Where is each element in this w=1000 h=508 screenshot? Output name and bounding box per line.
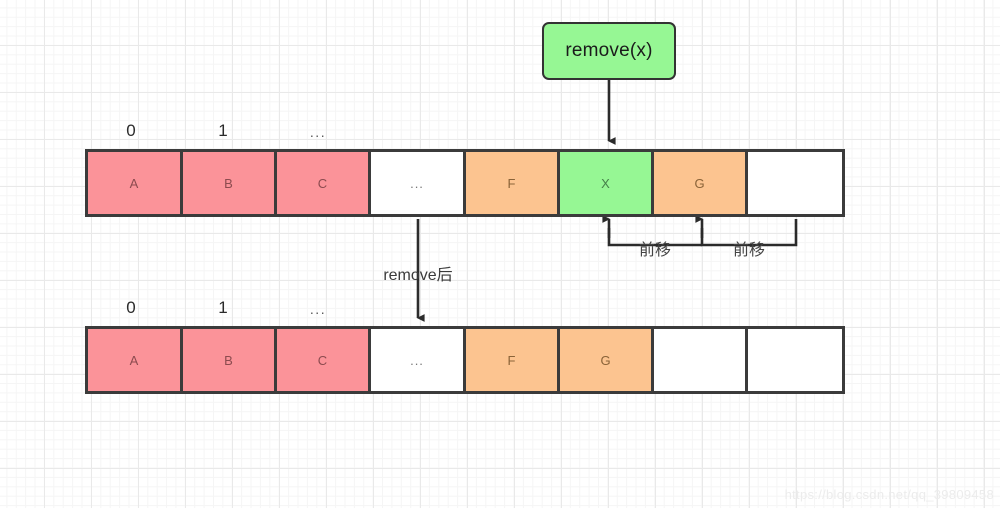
cell-value: F <box>507 175 516 191</box>
array-before-remove: A B C ... F X G <box>85 149 845 217</box>
index-label-ellipsis: ... <box>309 124 327 140</box>
shift-label-1: 前移 <box>638 242 672 259</box>
index-label-ellipsis-after: ... <box>309 301 327 317</box>
transition-label-remove-after: remove后 <box>383 267 453 284</box>
cell-value: A <box>129 175 139 191</box>
cell-value: B <box>224 175 233 191</box>
array-cell[interactable]: B <box>183 329 277 391</box>
array-cell[interactable]: F <box>466 329 560 391</box>
array-cell[interactable]: A <box>88 329 183 391</box>
array-cell[interactable]: G <box>654 152 748 214</box>
cell-value: G <box>600 352 611 368</box>
cell-value: ... <box>410 175 424 191</box>
index-label-0: 0 <box>126 121 136 140</box>
array-cell[interactable]: G <box>560 329 654 391</box>
cell-value: F <box>507 352 516 368</box>
array-cell[interactable]: ... <box>371 152 466 214</box>
array-cell[interactable]: C <box>277 152 371 214</box>
array-after-remove: A B C ... F G <box>85 326 845 394</box>
array-cell[interactable]: X <box>560 152 654 214</box>
index-label-1-after: 1 <box>218 298 228 317</box>
watermark-url: https://blog.csdn.net/qq_39809458 <box>784 487 994 502</box>
array-cell[interactable]: F <box>466 152 560 214</box>
cell-value: G <box>694 175 705 191</box>
array-cell[interactable]: ... <box>371 329 466 391</box>
cell-value: ... <box>410 352 424 368</box>
array-cell[interactable]: B <box>183 152 277 214</box>
cell-value: C <box>317 175 328 191</box>
cell-value: X <box>601 175 610 191</box>
array-cell[interactable]: A <box>88 152 183 214</box>
remove-function-box[interactable]: remove(x) <box>542 22 676 80</box>
array-cell[interactable]: C <box>277 329 371 391</box>
index-label-0-after: 0 <box>126 298 136 317</box>
array-cell[interactable] <box>748 152 842 214</box>
cell-value: C <box>317 352 328 368</box>
cell-value: B <box>224 352 233 368</box>
array-cell[interactable] <box>748 329 842 391</box>
shift-label-2: 前移 <box>732 242 766 259</box>
index-label-1: 1 <box>218 121 228 140</box>
array-cell[interactable] <box>654 329 748 391</box>
cell-value: A <box>129 352 139 368</box>
